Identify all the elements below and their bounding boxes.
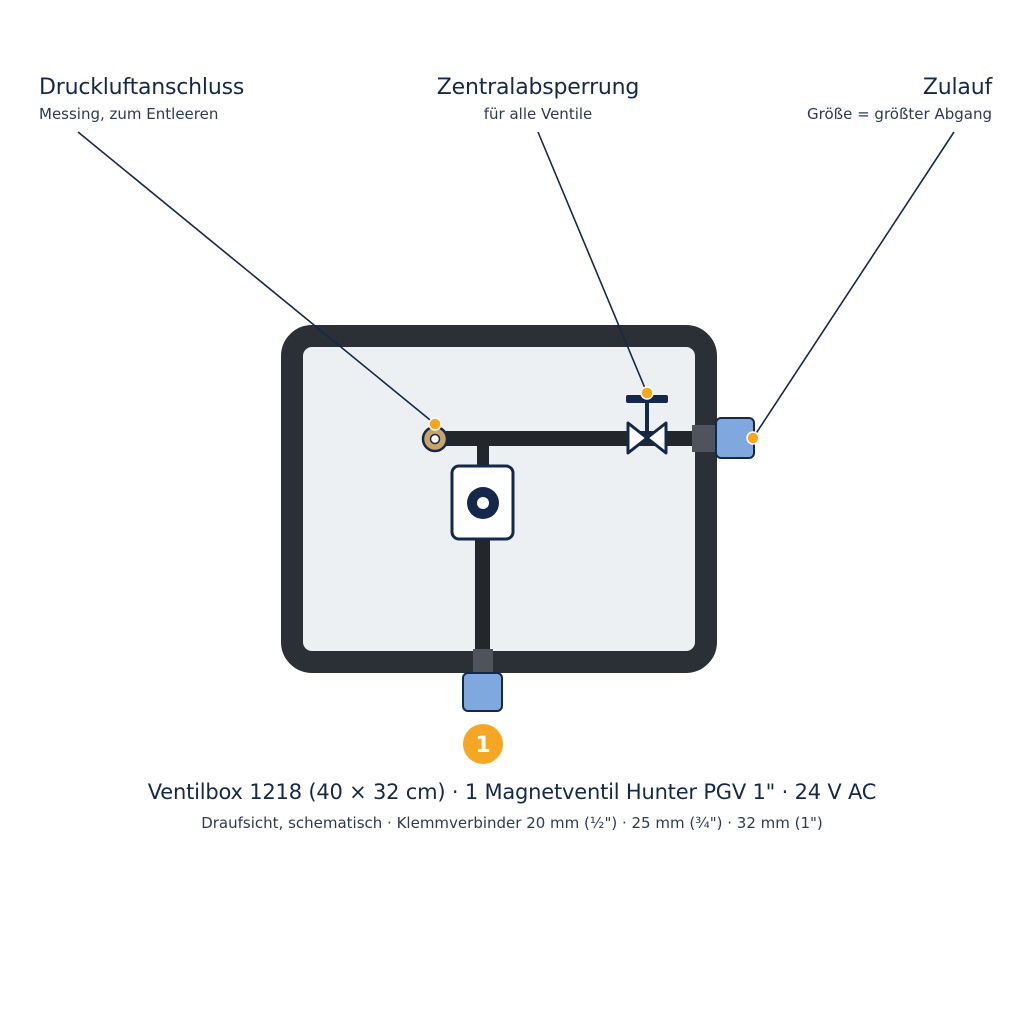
solenoid-coil-center bbox=[477, 497, 489, 509]
anchor-dot-central-shutoff bbox=[640, 386, 654, 400]
label-central-shutoff-title: Zentralabsperrung bbox=[436, 75, 640, 100]
valve-inlet-pipe bbox=[477, 444, 489, 468]
label-inlet: Zulauf Größe = größter Abgang bbox=[692, 74, 992, 124]
outlet-pipe bbox=[475, 538, 490, 650]
label-compressed-air-title: Druckluftanschluss bbox=[39, 75, 245, 100]
outlet-coupler bbox=[462, 672, 503, 712]
label-central-shutoff: Zentralabsperrung für alle Ventile bbox=[388, 74, 688, 124]
anchor-dot-inlet bbox=[746, 431, 760, 445]
caption-title: Ventilbox 1218 (40 × 32 cm) · 1 Magnetve… bbox=[147, 780, 877, 804]
leader-line-inlet bbox=[752, 131, 955, 439]
outlet-number-badge bbox=[463, 724, 503, 764]
label-inlet-subtitle: Größe = größter Abgang bbox=[807, 105, 992, 123]
label-inlet-title: Zulauf bbox=[922, 75, 992, 100]
outlet-number-badge-text: 1 bbox=[475, 733, 490, 758]
label-central-shutoff-subtitle: für alle Ventile bbox=[483, 105, 593, 123]
anchor-dot-compressed-air bbox=[428, 417, 442, 431]
leader-line-compressed-air bbox=[77, 131, 436, 425]
inlet-wall-fitting bbox=[692, 425, 716, 452]
outlet-wall-fitting bbox=[473, 649, 493, 673]
leader-line-central-shutoff bbox=[537, 131, 648, 394]
caption-subtitle: Draufsicht, schematisch · Klemmverbinder… bbox=[201, 814, 823, 832]
label-compressed-air-subtitle: Messing, zum Entleeren bbox=[39, 105, 219, 123]
label-compressed-air: Druckluftanschluss Messing, zum Entleere… bbox=[39, 74, 339, 124]
